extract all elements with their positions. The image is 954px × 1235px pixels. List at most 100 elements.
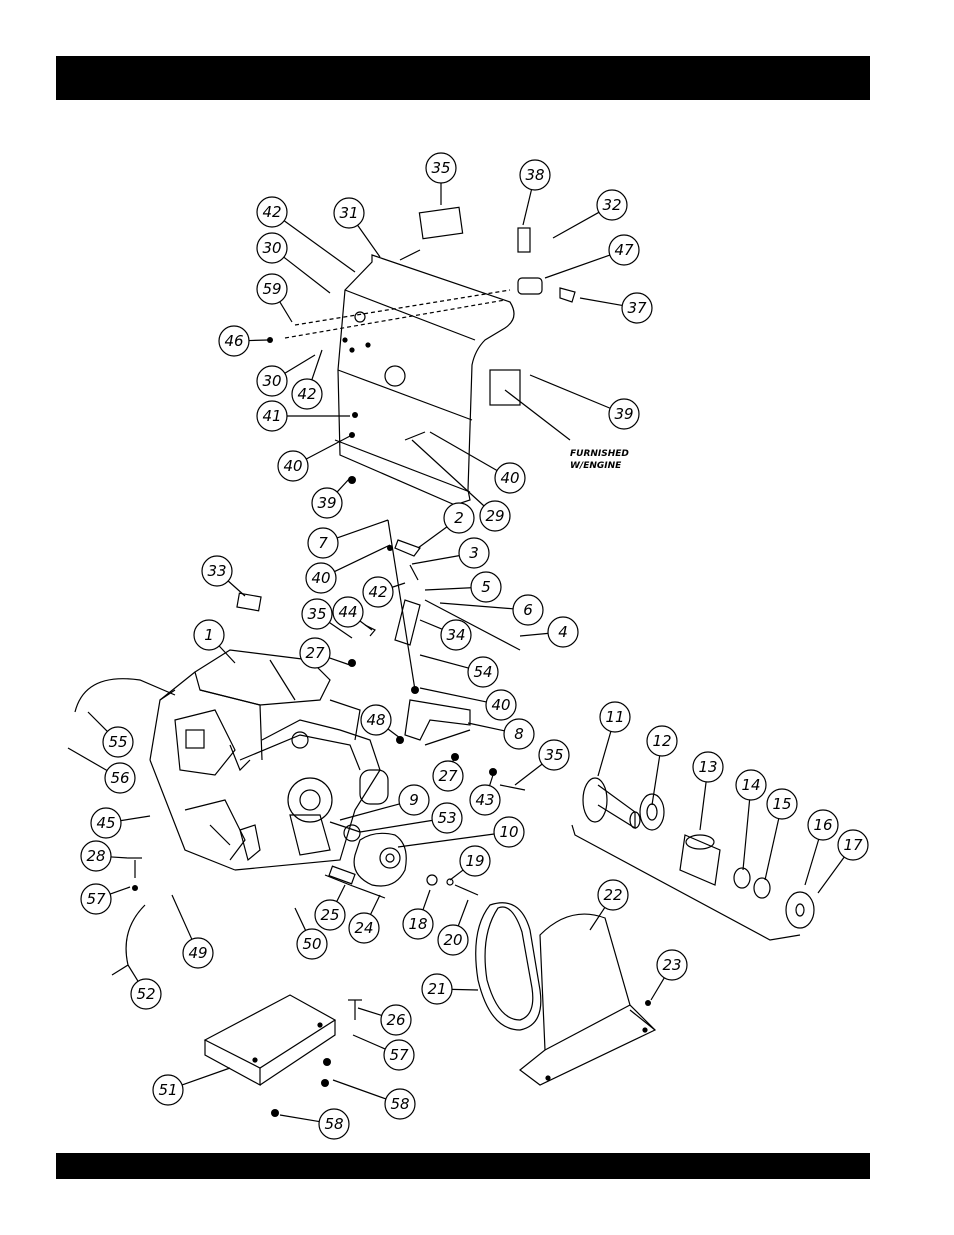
leader-line bbox=[398, 834, 494, 847]
callout-number: 20 bbox=[443, 931, 462, 949]
callout-number: 30 bbox=[262, 239, 281, 257]
leader-line bbox=[450, 870, 463, 880]
callout-27: 27 bbox=[433, 755, 463, 791]
callout-13: 13 bbox=[693, 752, 723, 830]
callout-number: 37 bbox=[627, 299, 647, 317]
callout-number: 32 bbox=[602, 196, 621, 214]
callout-number: 42 bbox=[368, 583, 387, 601]
leader-line bbox=[523, 190, 531, 225]
leader-line bbox=[284, 221, 355, 272]
callout-number: 27 bbox=[305, 644, 325, 662]
callout-54: 54 bbox=[420, 655, 498, 687]
leader-line bbox=[353, 1035, 385, 1049]
callout-number: 42 bbox=[297, 385, 316, 403]
callout-number: 35 bbox=[544, 746, 563, 764]
callout-39: 39 bbox=[530, 375, 639, 429]
leader-line bbox=[412, 556, 459, 564]
wire-harness bbox=[75, 679, 175, 712]
leader-line bbox=[765, 819, 779, 880]
callout-number: 54 bbox=[473, 663, 492, 681]
callout-40: 40 bbox=[430, 432, 525, 493]
note-line-1: FURNISHED bbox=[570, 449, 629, 459]
callout-number: 59 bbox=[262, 280, 281, 298]
leader-line bbox=[430, 432, 497, 471]
leader-line bbox=[284, 257, 330, 293]
callout-number: 34 bbox=[446, 626, 465, 644]
callout-number: 29 bbox=[485, 507, 504, 525]
callout-number: 23 bbox=[662, 956, 681, 974]
leader-line bbox=[490, 775, 493, 786]
leader-line bbox=[312, 350, 322, 380]
callout-number: 55 bbox=[108, 733, 127, 751]
callout-55: 55 bbox=[88, 712, 133, 757]
callout-21: 21 bbox=[422, 974, 478, 1004]
callout-32: 32 bbox=[553, 190, 627, 238]
callout-28: 28 bbox=[81, 841, 128, 871]
leader-line bbox=[425, 588, 471, 590]
callout-26: 26 bbox=[358, 1005, 411, 1035]
callout-number: 48 bbox=[366, 711, 385, 729]
leader-line bbox=[371, 895, 380, 915]
engine-relay bbox=[490, 370, 520, 405]
callout-number: 17 bbox=[843, 836, 863, 854]
leader-line bbox=[329, 658, 350, 665]
callout-number: 51 bbox=[158, 1081, 177, 1099]
leader-line bbox=[280, 1115, 319, 1122]
callout-45: 45 bbox=[91, 808, 150, 838]
callout-16: 16 bbox=[805, 810, 838, 885]
leader-line bbox=[580, 298, 622, 305]
engine bbox=[150, 650, 388, 870]
callout-number: 8 bbox=[514, 725, 524, 743]
leader-line bbox=[172, 895, 192, 939]
callout-number: 18 bbox=[408, 915, 427, 933]
callout-number: 11 bbox=[605, 708, 624, 726]
leader-line bbox=[530, 375, 610, 408]
callout-46: 46 bbox=[219, 326, 268, 356]
callout-number: 27 bbox=[438, 767, 458, 785]
leader-line bbox=[360, 820, 432, 832]
callout-23: 23 bbox=[651, 950, 687, 1000]
callout-number: 50 bbox=[302, 935, 321, 953]
leader-line bbox=[590, 908, 605, 930]
callout-number: 52 bbox=[136, 985, 155, 1003]
callout-43: 43 bbox=[470, 775, 500, 815]
callout-31: 31 bbox=[334, 198, 380, 257]
callout-20: 20 bbox=[438, 900, 468, 955]
leader-line bbox=[358, 1008, 382, 1015]
callout-number: 58 bbox=[324, 1115, 343, 1133]
leader-line bbox=[219, 646, 235, 663]
leader-line bbox=[412, 440, 484, 506]
leader-line bbox=[418, 527, 447, 548]
leader-line bbox=[121, 816, 150, 821]
leader-line bbox=[182, 1068, 230, 1085]
fuel-line bbox=[112, 905, 145, 975]
leader-line bbox=[110, 887, 130, 894]
callout-57: 57 bbox=[353, 1035, 414, 1070]
callout-number: 25 bbox=[320, 906, 339, 924]
callout-51: 51 bbox=[153, 1068, 230, 1105]
callout-number: 35 bbox=[431, 159, 450, 177]
callout-38: 38 bbox=[520, 160, 550, 225]
leader-line bbox=[805, 839, 819, 885]
leader-line bbox=[68, 748, 107, 771]
callout-number: 39 bbox=[614, 405, 633, 423]
callout-58: 58 bbox=[333, 1080, 415, 1119]
callout-number: 35 bbox=[307, 605, 326, 623]
leader-line bbox=[651, 978, 664, 1000]
callout-number: 5 bbox=[481, 578, 491, 596]
wing-nut bbox=[560, 288, 575, 302]
callout-number: 24 bbox=[354, 919, 373, 937]
callout-number: 7 bbox=[318, 534, 328, 552]
callout-number: 46 bbox=[224, 332, 243, 350]
callout-47: 47 bbox=[545, 235, 639, 278]
callout-59: 59 bbox=[257, 274, 292, 322]
callout-number: 40 bbox=[283, 457, 302, 475]
leader-line bbox=[337, 520, 388, 538]
callout-58: 58 bbox=[280, 1109, 349, 1139]
callout-33: 33 bbox=[202, 556, 245, 596]
callout-number: 39 bbox=[317, 494, 336, 512]
callout-number: 19 bbox=[465, 852, 484, 870]
callout-number: 40 bbox=[491, 696, 510, 714]
callout-number: 26 bbox=[386, 1011, 405, 1029]
leader-line bbox=[420, 620, 442, 629]
